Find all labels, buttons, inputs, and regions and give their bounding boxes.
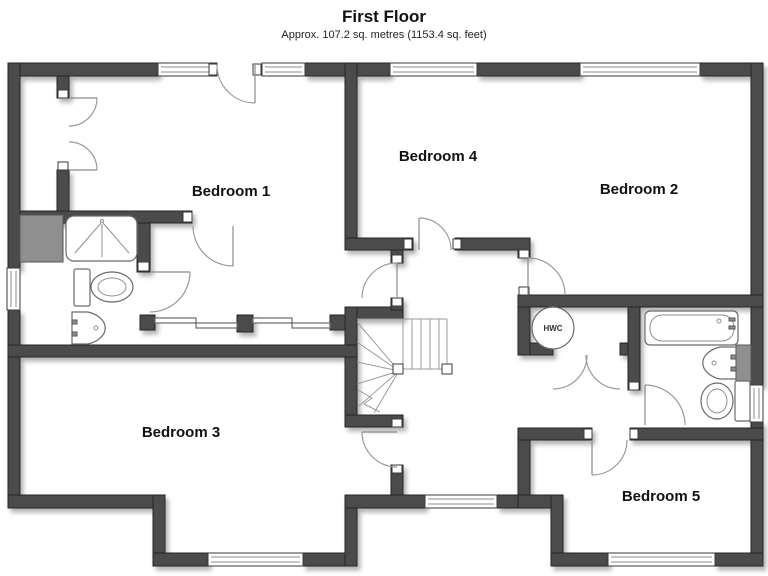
- room-label-bedroom1: Bedroom 1: [192, 183, 270, 200]
- window: [6, 267, 21, 311]
- bedroom4-door: [418, 217, 452, 251]
- page-title: First Floor: [342, 7, 426, 26]
- hwc-label: HWC: [543, 324, 562, 333]
- stairs: [356, 318, 453, 414]
- window: [389, 62, 478, 77]
- window: [749, 384, 764, 423]
- toilet: [73, 268, 134, 307]
- toilet: [700, 380, 751, 422]
- bedroom2-door: [527, 257, 566, 296]
- balcony-door: [216, 64, 256, 104]
- bathtub: [644, 310, 739, 346]
- basin: [702, 346, 737, 380]
- room-label-bedroom4: Bedroom 4: [399, 148, 478, 165]
- sliding-cupboards: [154, 317, 331, 329]
- hwc-doors: [552, 354, 621, 390]
- bedroom1-door: [192, 225, 234, 267]
- room-labels: Bedroom 1 Bedroom 2 Bedroom 3 Bedroom 4 …: [142, 148, 700, 505]
- bedroom3-door: [361, 431, 398, 468]
- window: [579, 62, 701, 77]
- ensuite-door: [149, 271, 191, 313]
- duct-block: [735, 344, 752, 384]
- fixtures: HWC: [19, 214, 752, 422]
- duct-block: [19, 214, 64, 263]
- room-label-bedroom2: Bedroom 2: [600, 181, 678, 198]
- hall-door: [361, 262, 398, 299]
- basin: [71, 311, 106, 345]
- room-label-bedroom5: Bedroom 5: [622, 488, 700, 505]
- window: [607, 552, 716, 567]
- closet-double-door: [68, 97, 98, 171]
- bathroom-door: [644, 384, 686, 426]
- window: [424, 494, 498, 509]
- window: [157, 62, 218, 77]
- window: [261, 62, 306, 77]
- doors: [68, 64, 686, 476]
- room-label-bedroom3: Bedroom 3: [142, 424, 220, 441]
- windows: [6, 62, 764, 567]
- window: [207, 552, 304, 567]
- shower: [65, 215, 138, 262]
- page-subtitle: Approx. 107.2 sq. metres (1153.4 sq. fee…: [281, 29, 486, 41]
- hwc-cylinder: HWC: [531, 306, 575, 350]
- bedroom5-door: [591, 439, 628, 476]
- door-caps: [57, 63, 640, 474]
